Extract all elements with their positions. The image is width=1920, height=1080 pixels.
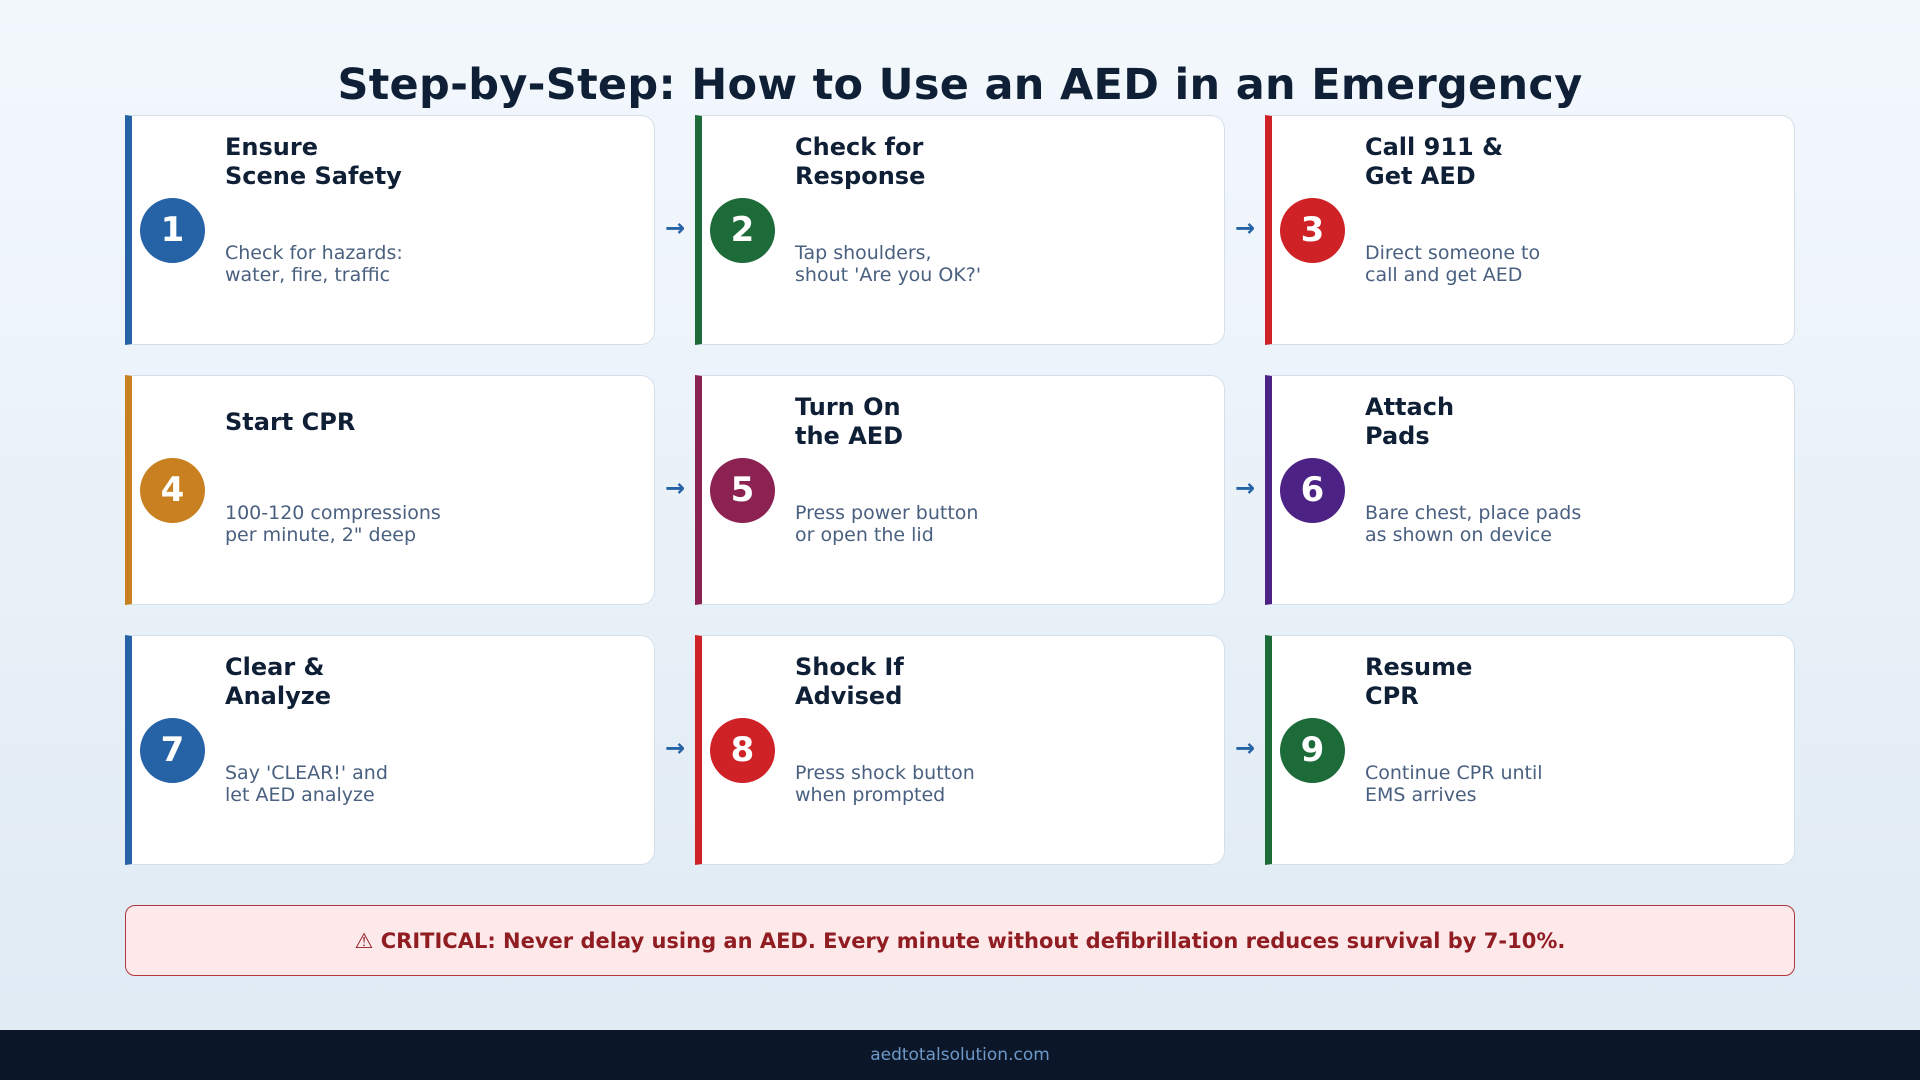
steps-row-1: 1 Ensure Scene Safety Check for hazards:… [125,115,1795,345]
step-title: Resume CPR [1365,653,1473,710]
step-description: Press shock button when prompted [795,762,975,806]
steps-grid: 1 Ensure Scene Safety Check for hazards:… [125,115,1795,895]
step-number-badge: 7 [140,718,205,783]
step-card-2: 2 Check for Response Tap shoulders, shou… [695,115,1225,345]
step-title: Ensure Scene Safety [225,133,402,190]
step-card-7: 7 Clear & Analyze Say 'CLEAR!' and let A… [125,635,655,865]
step-title: Shock If Advised [795,653,904,710]
step-description: 100-120 compressions per minute, 2" deep [225,502,441,546]
footer-site-link[interactable]: aedtotalsolution.com [870,1045,1050,1065]
step-title: Clear & Analyze [225,653,331,710]
step-card-5: 5 Turn On the AED Press power button or … [695,375,1225,605]
step-number-badge: 9 [1280,718,1345,783]
arrow-right-icon: → [1234,474,1256,502]
step-card-3: 3 Call 911 & Get AED Direct someone to c… [1265,115,1795,345]
step-number-badge: 1 [140,198,205,263]
step-card-1: 1 Ensure Scene Safety Check for hazards:… [125,115,655,345]
step-description: Say 'CLEAR!' and let AED analyze [225,762,388,806]
step-number-badge: 3 [1280,198,1345,263]
step-description: Tap shoulders, shout 'Are you OK?' [795,242,982,286]
step-number-badge: 2 [710,198,775,263]
step-card-8: 8 Shock If Advised Press shock button wh… [695,635,1225,865]
steps-row-2: 4 Start CPR 100-120 compressions per min… [125,375,1795,605]
arrow-right-icon: → [1234,734,1256,762]
step-title: Call 911 & Get AED [1365,133,1503,190]
step-description: Check for hazards: water, fire, traffic [225,242,403,286]
step-title: Start CPR [225,407,356,436]
step-title: Attach Pads [1365,393,1455,450]
step-card-6: 6 Attach Pads Bare chest, place pads as … [1265,375,1795,605]
warning-text: ⚠ CRITICAL: Never delay using an AED. Ev… [354,928,1566,953]
step-title: Check for Response [795,133,926,190]
steps-row-3: 7 Clear & Analyze Say 'CLEAR!' and let A… [125,635,1795,865]
step-number-badge: 5 [710,458,775,523]
step-description: Direct someone to call and get AED [1365,242,1541,286]
footer: aedtotalsolution.com [0,1030,1920,1080]
step-title: Turn On the AED [795,393,904,450]
step-description: Bare chest, place pads as shown on devic… [1365,502,1582,546]
arrow-right-icon: → [664,734,686,762]
step-number-badge: 8 [710,718,775,783]
step-description: Continue CPR until EMS arrives [1365,762,1543,806]
step-number-badge: 6 [1280,458,1345,523]
step-card-9: 9 Resume CPR Continue CPR until EMS arri… [1265,635,1795,865]
critical-warning-banner: ⚠ CRITICAL: Never delay using an AED. Ev… [125,905,1795,976]
step-description: Press power button or open the lid [795,502,979,546]
step-number-badge: 4 [140,458,205,523]
arrow-right-icon: → [1234,214,1256,242]
step-card-4: 4 Start CPR 100-120 compressions per min… [125,375,655,605]
page-title: Step-by-Step: How to Use an AED in an Em… [337,59,1583,110]
arrow-right-icon: → [664,474,686,502]
arrow-right-icon: → [664,214,686,242]
